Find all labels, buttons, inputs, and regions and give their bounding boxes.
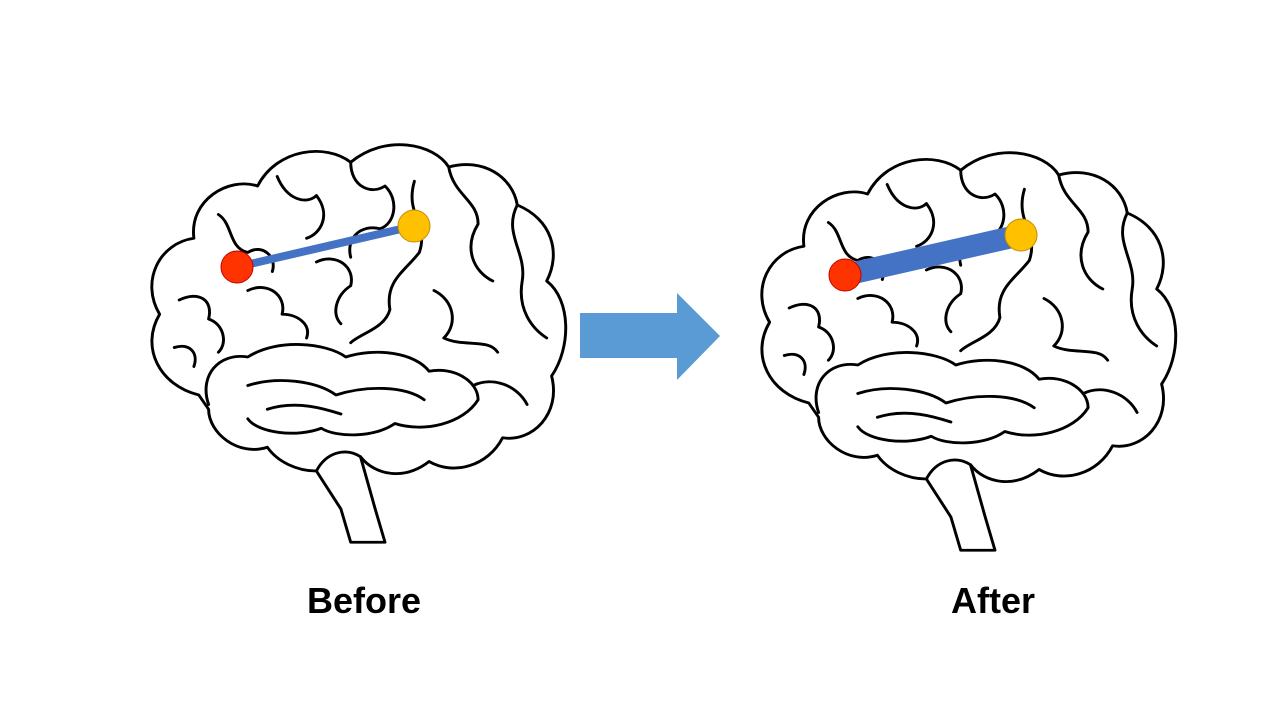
label-after: After [950,580,1036,621]
arrow-right-icon [580,293,720,380]
brain-before [150,143,568,544]
label-before: Before [306,580,422,621]
node-yellow-before [397,209,431,243]
brain-after [760,151,1178,552]
connection-after [842,224,1024,286]
node-red-before [220,250,254,284]
connection-before [236,222,415,271]
node-red-after [828,258,862,292]
node-yellow-after [1004,218,1038,252]
